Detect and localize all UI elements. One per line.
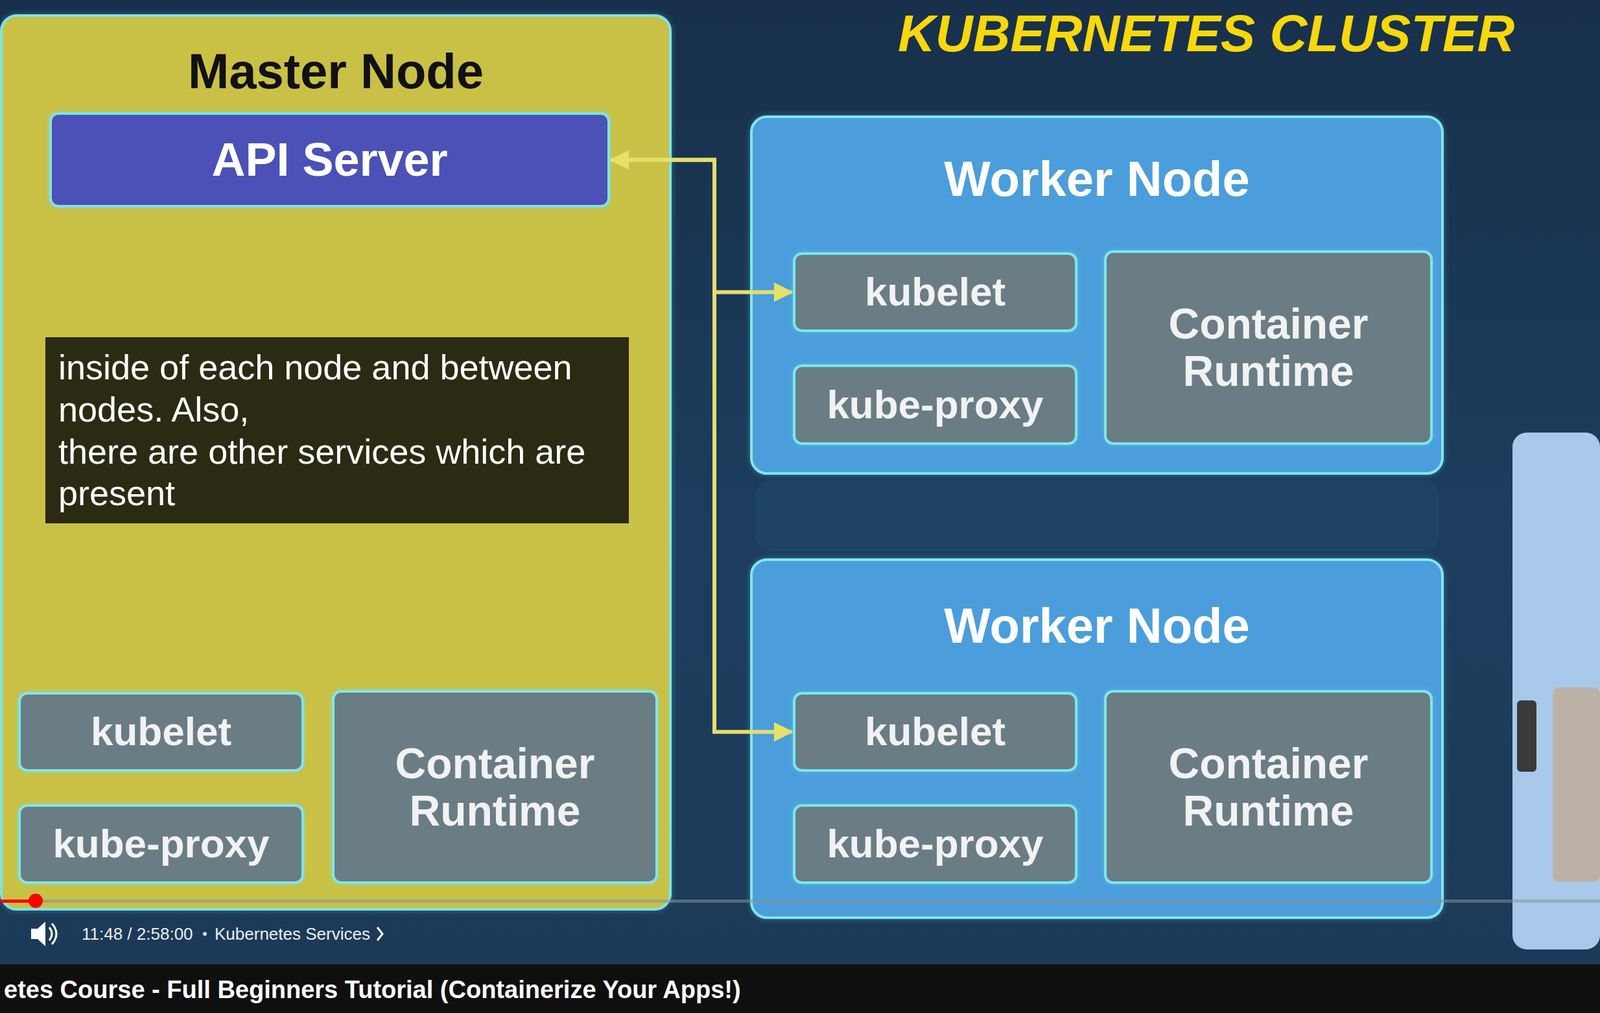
separator-dot xyxy=(202,931,207,936)
component-box: Container Runtime xyxy=(331,689,659,884)
node-title: Master Node xyxy=(2,44,670,99)
progress-knob xyxy=(28,893,43,908)
component-box: kube-proxy xyxy=(792,803,1078,884)
reflection xyxy=(755,479,1440,552)
volume-icon xyxy=(31,921,46,946)
presenter-object xyxy=(1517,700,1537,772)
node-label: Container Runtime xyxy=(1106,300,1431,395)
diagram-title: KUBERNETES CLUSTER xyxy=(897,3,1515,64)
node-title: Worker Node xyxy=(752,151,1442,207)
worker-node-box: Worker Node kubelet kube-proxy Container Ru… xyxy=(750,115,1444,475)
presenter-shelf xyxy=(1552,687,1600,882)
node-label: Container Runtime xyxy=(1106,739,1431,834)
node-label: kubelet xyxy=(81,709,241,754)
node-title: Worker Node xyxy=(752,598,1442,653)
component-box: kubelet xyxy=(18,691,305,772)
chapter-chevron xyxy=(377,927,383,941)
worker-node-box: Worker Node kubelet kube-proxy Container Ru… xyxy=(750,558,1444,919)
video-time: 11:48 / 2:58:00 xyxy=(81,923,194,944)
node-label: API Server xyxy=(202,134,457,186)
subtitle-band: inside of each node and between nodes. A… xyxy=(45,337,629,524)
connector-arrow xyxy=(611,160,792,732)
node-label: kube-proxy xyxy=(817,382,1053,427)
progress-track xyxy=(0,899,1600,903)
video-title: etes Course - Full Beginners Tutorial (C… xyxy=(3,975,742,1004)
connector-arrow xyxy=(611,160,792,293)
node-label: Container Runtime xyxy=(334,739,656,834)
node-label: kube-proxy xyxy=(817,821,1053,866)
presenter-frame xyxy=(1512,432,1600,950)
subtitle-line: there are other services which are prese… xyxy=(58,430,616,515)
component-box: kubelet xyxy=(792,252,1078,332)
node-label: kubelet xyxy=(855,709,1015,754)
chapter-name: Kubernetes Services xyxy=(214,923,371,944)
api-server-box: API Server xyxy=(49,112,611,208)
progress-played xyxy=(0,899,36,903)
component-box: Container Runtime xyxy=(1104,250,1433,445)
volume-wave xyxy=(49,927,52,941)
component-box: Container Runtime xyxy=(1104,689,1433,884)
component-box: kube-proxy xyxy=(18,803,305,884)
component-box: kube-proxy xyxy=(792,364,1078,445)
volume-wave xyxy=(51,923,57,944)
subtitle-line: inside of each node and between nodes. A… xyxy=(58,346,616,431)
component-box: kubelet xyxy=(792,691,1078,772)
node-label: kube-proxy xyxy=(43,821,279,866)
node-label: kubelet xyxy=(855,269,1015,314)
